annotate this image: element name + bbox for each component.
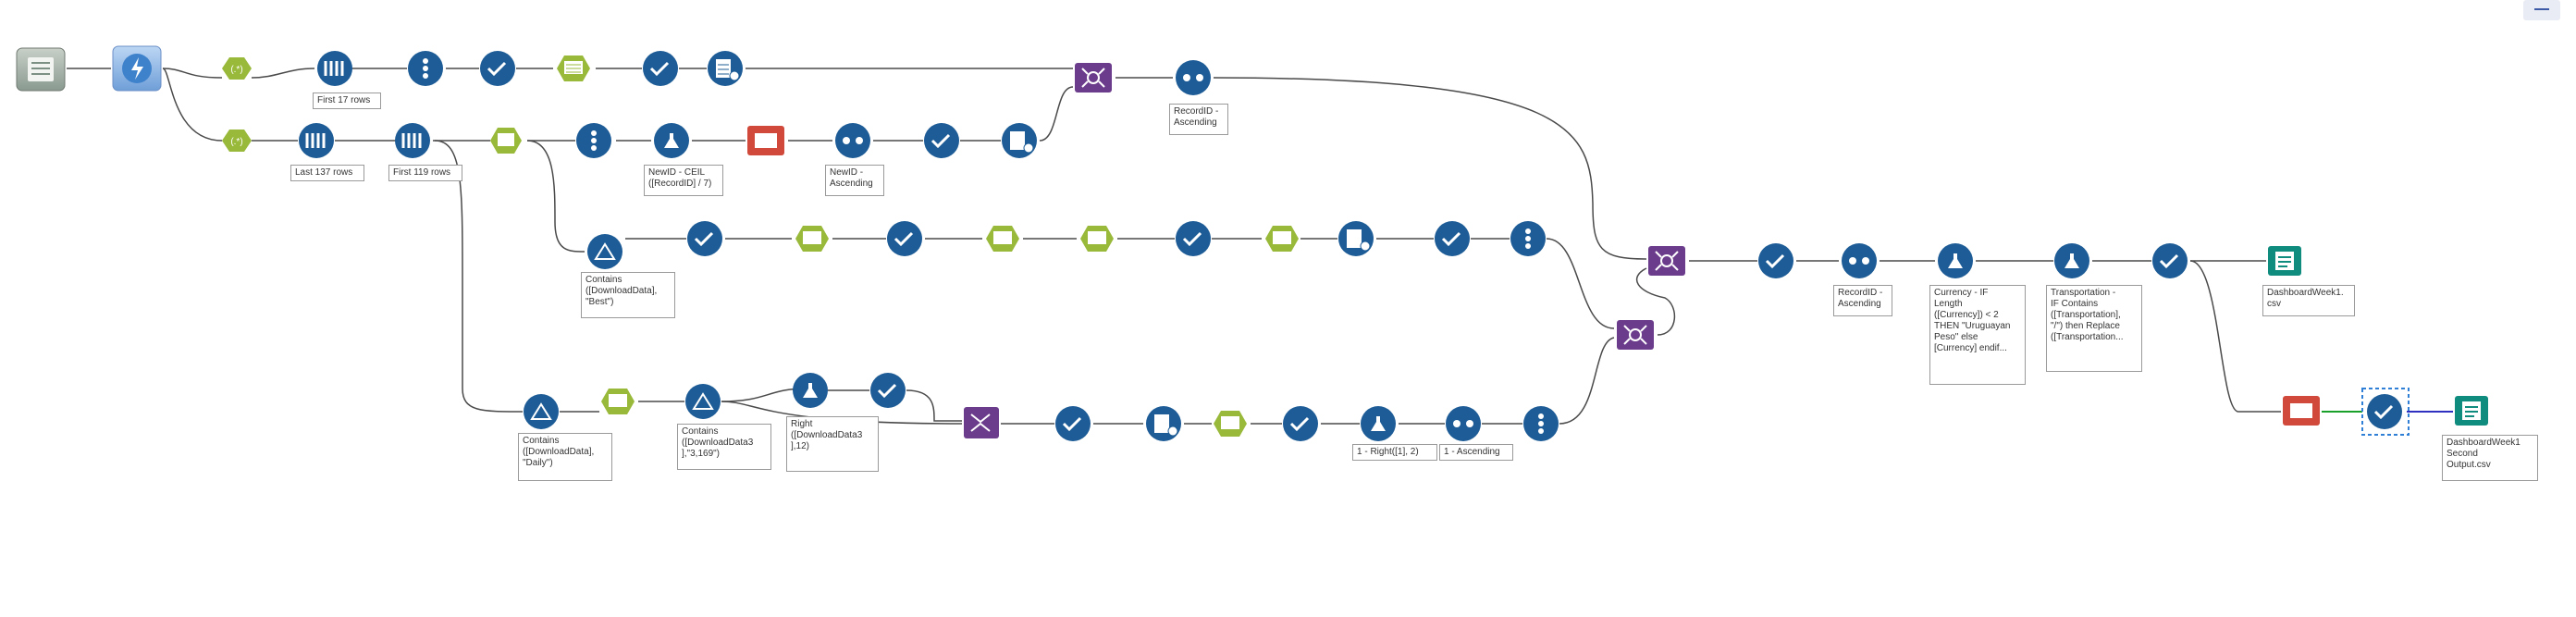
sample-tool[interactable]: [395, 123, 430, 158]
annotation-contains-3169: Contains ([DownloadData3 ],"3,169"): [677, 424, 771, 470]
summarize-tool[interactable]: [557, 56, 590, 81]
select-tool[interactable]: [1435, 221, 1470, 256]
summarize-tool[interactable]: [1265, 226, 1299, 252]
formula-tool[interactable]: [654, 123, 689, 158]
sort-tool[interactable]: [1176, 60, 1211, 95]
annotation-output-dashboardweek1: DashboardWeek1. csv: [2262, 285, 2355, 316]
join-tool[interactable]: [1648, 246, 1685, 276]
annotation-transportation: Transportation - IF Contains ([Transport…: [2046, 285, 2142, 372]
annotation-recordid-ascending-top: RecordID - Ascending: [1169, 104, 1228, 135]
select-tool[interactable]: [870, 373, 906, 408]
union-tool[interactable]: [964, 407, 999, 438]
annotation-1-ascending: 1 - Ascending: [1439, 444, 1513, 461]
connection[interactable]: [1635, 267, 1676, 336]
sample-tool[interactable]: [299, 123, 334, 158]
formula-tool[interactable]: [1361, 406, 1396, 441]
summarize-tool[interactable]: [986, 226, 1019, 252]
annotation-contains-best: Contains ([DownloadData], "Best"): [581, 272, 675, 318]
annotation-newid-ceil: NewID - CEIL ([RecordID] / 7): [644, 165, 723, 196]
select-tool[interactable]: [1758, 243, 1793, 278]
summarize-tool[interactable]: [1214, 411, 1247, 437]
connection[interactable]: [526, 140, 585, 253]
filter-tool[interactable]: [490, 128, 522, 154]
connection[interactable]: [2189, 260, 2281, 413]
formula-tool[interactable]: [1938, 243, 1973, 278]
connection[interactable]: [162, 68, 223, 142]
tools: (.*) (.*): [16, 45, 2488, 441]
sample-tool[interactable]: [317, 51, 352, 86]
sort-tool[interactable]: [835, 123, 870, 158]
svg-text:(.*): (.*): [230, 65, 242, 75]
contains-filter-tool[interactable]: [524, 394, 559, 429]
select-tool[interactable]: [687, 221, 722, 256]
select-tool[interactable]: [643, 51, 678, 86]
record-id-tool[interactable]: [408, 51, 443, 86]
select-tool[interactable]: [480, 51, 515, 86]
formula-table-tool[interactable]: [1146, 406, 1181, 441]
summarize-tool[interactable]: [601, 389, 635, 414]
annotation-first-17-rows: First 17 rows: [313, 93, 381, 109]
select-tool[interactable]: [2152, 243, 2188, 278]
annotation-right-downloaddata: Right ([DownloadData3 ],12): [786, 416, 879, 472]
connection[interactable]: [251, 68, 315, 79]
annotation-first-119-rows: First 119 rows: [388, 165, 462, 181]
select-tool[interactable]: [1283, 406, 1318, 441]
connection[interactable]: [1559, 337, 1615, 425]
join-tool[interactable]: [1617, 320, 1654, 350]
regex-tool[interactable]: (.*): [222, 57, 252, 80]
connection[interactable]: [162, 68, 223, 79]
formula-table-tool[interactable]: [1338, 221, 1374, 256]
contains-filter-tool[interactable]: [587, 234, 622, 269]
formula-table-tool[interactable]: [1002, 123, 1037, 158]
formula-tool[interactable]: [793, 373, 828, 408]
connection[interactable]: [906, 389, 962, 422]
sort-tool[interactable]: [1446, 406, 1481, 441]
connection[interactable]: [721, 401, 963, 425]
formula-tool[interactable]: [2054, 243, 2089, 278]
summarize-tool[interactable]: [795, 226, 829, 252]
crosstab-tool[interactable]: [2283, 396, 2320, 426]
annotation-newid-ascending: NewID - Ascending: [825, 165, 884, 196]
annotation-currency: Currency - IF Length ([Currency]) < 2 TH…: [1929, 285, 2026, 385]
crosstab-tool[interactable]: [747, 126, 784, 155]
connection[interactable]: [1546, 238, 1615, 329]
select-tool[interactable]: [924, 123, 959, 158]
select-tool-selected[interactable]: [2361, 388, 2410, 436]
output-data-tool[interactable]: [2455, 396, 2488, 426]
record-id-tool[interactable]: [576, 123, 611, 158]
regex-tool[interactable]: (.*): [222, 130, 252, 152]
join-tool[interactable]: [1075, 63, 1112, 93]
connection[interactable]: [434, 140, 524, 413]
annotation-recordid-ascending-right: RecordID - Ascending: [1833, 285, 1892, 316]
connection[interactable]: [1039, 86, 1074, 142]
input-data-tool[interactable]: [16, 47, 66, 92]
summarize-tool[interactable]: [1080, 226, 1114, 252]
annotation-right-1: 1 - Right([1], 2): [1352, 444, 1437, 461]
annotation-last-137-rows: Last 137 rows: [290, 165, 364, 181]
select-tool[interactable]: [1055, 406, 1091, 441]
minimize-button[interactable]: [2523, 0, 2560, 20]
svg-text:(.*): (.*): [230, 137, 242, 147]
minimize-icon: [2534, 8, 2549, 10]
directory-tool[interactable]: [112, 45, 162, 92]
sort-tool[interactable]: [1842, 243, 1877, 278]
annotation-contains-daily: Contains ([DownloadData], "Daily"): [518, 433, 612, 481]
connection[interactable]: [1213, 77, 1647, 260]
record-id-tool[interactable]: [1510, 221, 1546, 256]
select-tool[interactable]: [1176, 221, 1211, 256]
annotation-output-second: DashboardWeek1 Second Output.csv: [2442, 435, 2538, 481]
record-id-tool[interactable]: [1523, 406, 1559, 441]
select-tool[interactable]: [887, 221, 922, 256]
contains-filter-tool[interactable]: [685, 384, 721, 419]
output-data-tool[interactable]: [2268, 246, 2301, 276]
formula-table-tool[interactable]: [708, 51, 743, 86]
